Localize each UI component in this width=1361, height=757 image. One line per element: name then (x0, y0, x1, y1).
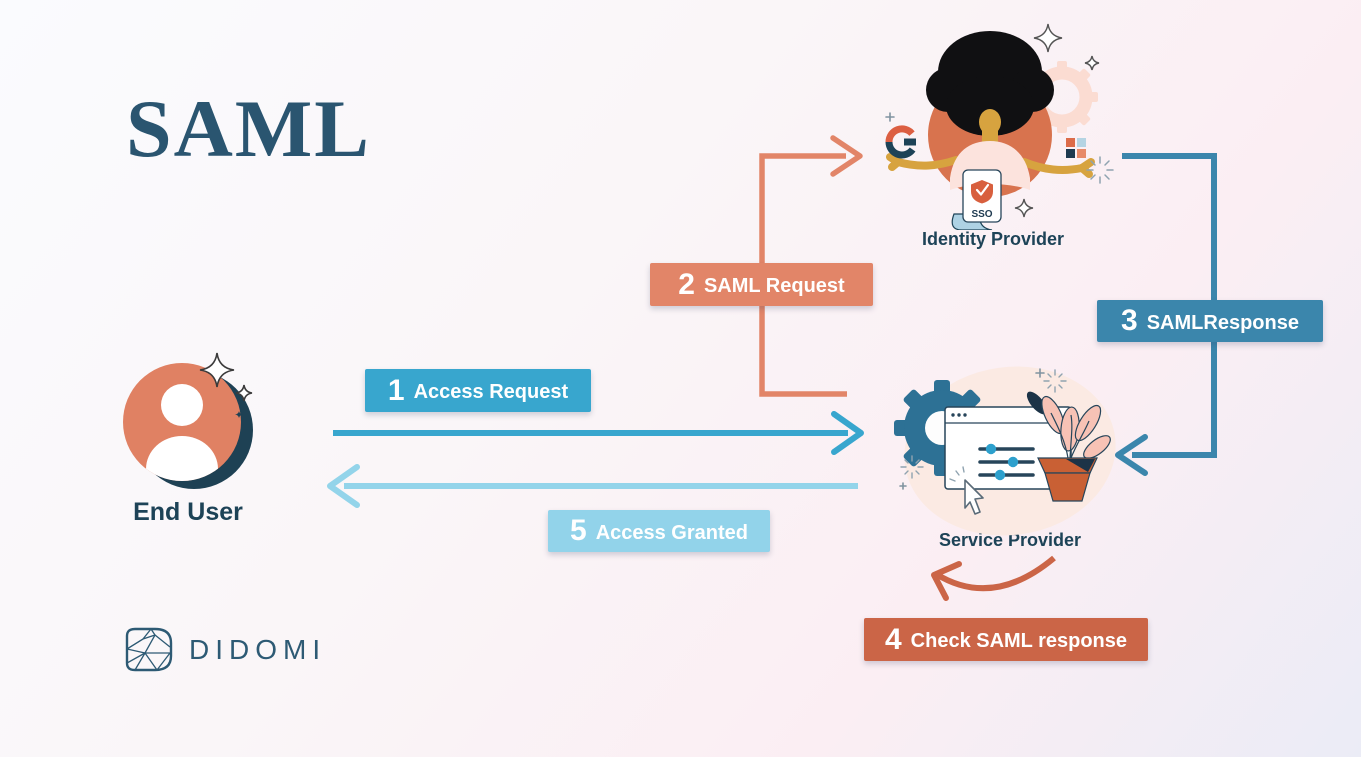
step-4-text: Check SAML response (910, 630, 1128, 652)
didomi-logo-icon (125, 627, 173, 672)
identity-provider-illustration: SSO (885, 23, 1114, 230)
step-4-check-saml-response: 4 Check SAML response (864, 618, 1148, 661)
burst-icon (900, 369, 1067, 479)
microsoft-grid-icon (1066, 138, 1086, 158)
identity-provider-label: Identity Provider (921, 229, 1065, 249)
step-3-saml-response: 3 SAMLResponse (1097, 300, 1323, 342)
step-2-text: SAML Request (703, 275, 845, 297)
plant-icon (1026, 391, 1111, 502)
end-user-label: End User (133, 498, 243, 526)
check-saml-arrow (931, 555, 1056, 601)
cursor-icon (949, 466, 984, 515)
didomi-logo: DIDOMI (125, 627, 326, 672)
service-provider-illustration (894, 366, 1116, 536)
plus-icon (899, 368, 1045, 490)
didomi-wordmark: DIDOMI (189, 633, 327, 665)
access-granted-arrow (327, 464, 858, 508)
burst-icon (1086, 156, 1114, 184)
plus-icon (885, 112, 895, 122)
step-1-access-request: 1 Access Request (365, 369, 591, 412)
idp-person (886, 31, 1095, 190)
arms (886, 153, 1095, 178)
slider-controls (978, 443, 1035, 481)
step-1-number: 1 (387, 373, 405, 407)
sparkle-icon (1014, 23, 1100, 218)
step-2-saml-request: 2 SAML Request (650, 263, 873, 306)
step-5-access-granted: 5 Access Granted (548, 510, 770, 552)
sso-scroll-icon: SSO (951, 169, 1002, 230)
sso-badge-text: SSO (971, 209, 992, 220)
service-provider-label: Service Provider (938, 530, 1082, 550)
step-4-number: 4 (884, 622, 902, 656)
step-3-number: 3 (1121, 304, 1138, 337)
step-5-text: Access Granted (595, 521, 748, 544)
person-icon (146, 384, 218, 481)
step-5-number: 5 (570, 514, 587, 547)
access-request-arrow (333, 411, 864, 455)
afro-hair (926, 31, 1054, 136)
sparkle-dot-icon (235, 411, 243, 418)
step-2-number: 2 (678, 267, 695, 301)
page-title: SAML (126, 83, 371, 174)
sparkle-icon (199, 352, 253, 402)
end-user-icon (123, 352, 253, 489)
step-3-text: SAMLResponse (1146, 311, 1299, 334)
google-icon (885, 125, 916, 159)
step-1-text: Access Request (413, 381, 569, 403)
